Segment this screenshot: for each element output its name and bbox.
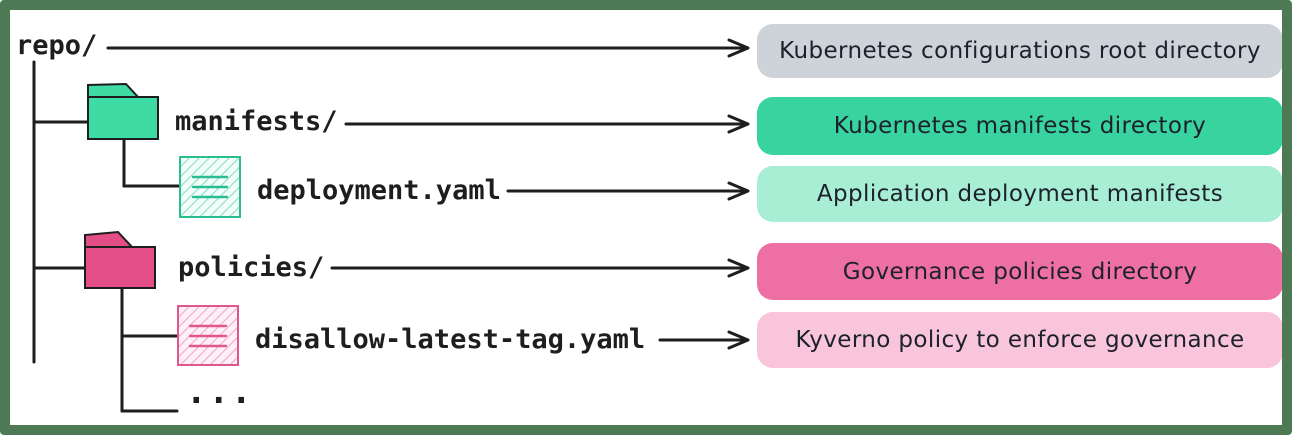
tree-item-deployment-yaml-label: deployment.yaml <box>257 175 501 206</box>
yaml-file-icon <box>179 156 241 218</box>
annotation-box-policies-directory: Governance policies directory <box>757 243 1283 300</box>
tree-item-policies-label: policies/ <box>178 252 325 283</box>
annotation-text: Application deployment manifests <box>816 181 1224 207</box>
arrow-manifests <box>344 114 750 134</box>
tree-item-disallow-latest-tag-yaml-label: disallow-latest-tag.yaml <box>255 324 646 355</box>
folder-icon <box>84 230 156 289</box>
annotation-box-kyverno-policy: Kyverno policy to enforce governance <box>757 312 1283 368</box>
annotation-text: Kubernetes manifests directory <box>833 113 1207 139</box>
yaml-file-icon <box>177 305 239 366</box>
tree-branch-lines <box>32 60 182 413</box>
annotation-text: Kubernetes configurations root directory <box>779 38 1261 64</box>
annotation-box-root-directory: Kubernetes configurations root directory <box>757 24 1283 78</box>
annotation-text: Governance policies directory <box>842 258 1198 285</box>
arrow-disallow <box>658 330 750 350</box>
tree-root-label: repo/ <box>16 30 98 61</box>
tree-item-ellipsis: ... <box>186 372 254 412</box>
annotation-box-manifests-directory: Kubernetes manifests directory <box>757 97 1283 155</box>
arrow-repo <box>106 38 750 58</box>
tree-item-manifests-label: manifests/ <box>175 106 338 137</box>
annotation-box-deployment-manifests: Application deployment manifests <box>757 166 1283 222</box>
arrow-policies <box>330 258 750 278</box>
arrow-deployment <box>506 181 750 201</box>
folder-icon <box>87 82 159 140</box>
annotation-text: Kyverno policy to enforce governance <box>795 327 1245 353</box>
